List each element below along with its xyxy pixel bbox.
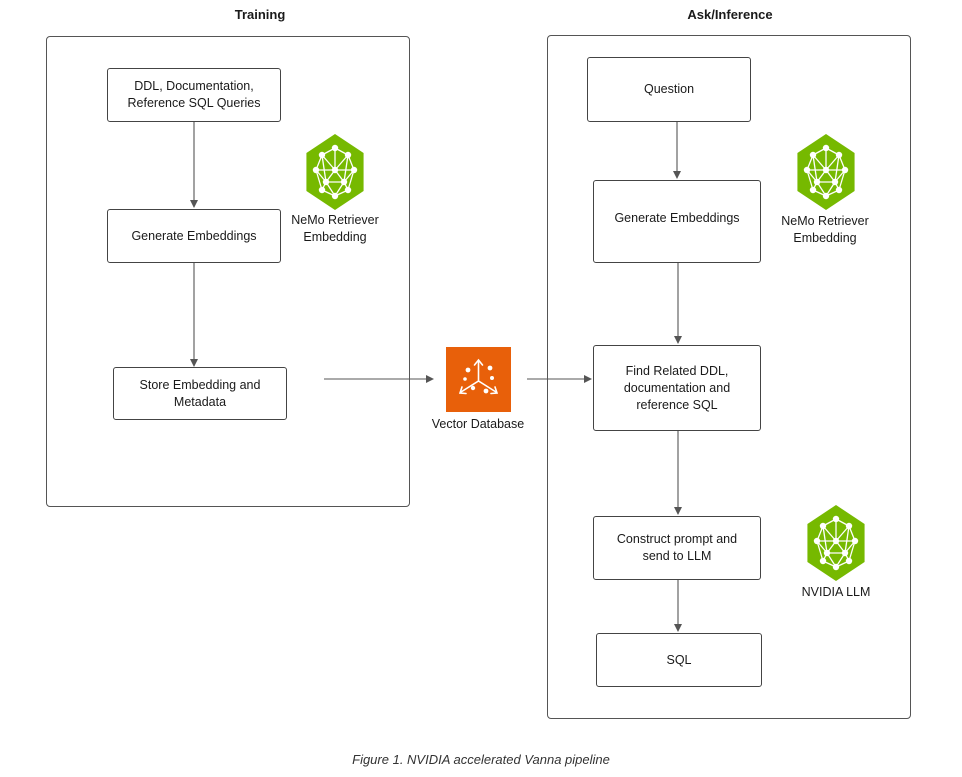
nemo-retriever-icon — [306, 134, 364, 210]
network-node — [841, 166, 849, 174]
network-node — [813, 537, 821, 545]
vector-database-icon — [446, 347, 511, 412]
nemo-retriever-label: NeMo Retriever Embedding — [291, 213, 379, 244]
network-node — [318, 151, 326, 159]
network-node — [331, 166, 339, 174]
network-node — [822, 166, 830, 174]
network-node — [819, 522, 827, 530]
nemo-retriever-icon — [797, 134, 855, 210]
network-node — [823, 549, 831, 557]
network-node — [318, 186, 326, 194]
network-link — [844, 525, 850, 554]
network-link — [822, 525, 828, 554]
network-node — [813, 178, 821, 186]
source-docs-node: DDL, Documentation, Reference SQL Querie… — [107, 68, 281, 122]
network-node — [835, 186, 843, 194]
network-node — [340, 178, 348, 186]
network-node — [832, 537, 840, 545]
network-link — [834, 154, 840, 183]
network-link — [848, 540, 856, 562]
figure-caption: Figure 1. NVIDIA accelerated Vanna pipel… — [352, 752, 610, 767]
network-node — [845, 522, 853, 530]
network-node — [809, 151, 817, 159]
store-embedding-node: Store Embedding and Metadata — [113, 367, 287, 420]
network-link — [321, 154, 327, 183]
inference-title: Ask/Inference — [687, 7, 773, 22]
network-node — [841, 549, 849, 557]
network-link — [825, 154, 840, 171]
construct-prompt-node: Construct prompt and send to LLM — [593, 516, 761, 580]
nvidia-llm-label: NVIDIA LLM — [801, 585, 871, 599]
network-link — [315, 169, 323, 191]
network-node — [331, 192, 339, 200]
network-link — [822, 525, 837, 542]
training-generate-embeddings-node: Generate Embeddings — [107, 209, 281, 263]
network-node — [822, 192, 830, 200]
network-node — [803, 166, 811, 174]
network-link — [812, 154, 827, 171]
network-link — [838, 169, 846, 191]
vector-database-label: Vector Database — [431, 417, 525, 431]
network-link — [806, 169, 814, 191]
find-related-node: Find Related DDL, documentation and refe… — [593, 345, 761, 431]
network-link — [343, 154, 349, 183]
network-node — [832, 515, 840, 523]
sql-node: SQL — [596, 633, 762, 687]
training-title: Training — [234, 7, 286, 22]
network-node — [831, 178, 839, 186]
network-link — [321, 154, 336, 171]
network-link — [812, 154, 818, 183]
network-node — [331, 144, 339, 152]
nvidia-llm-icon — [807, 505, 865, 581]
network-node — [344, 151, 352, 159]
network-node — [322, 178, 330, 186]
network-node — [312, 166, 320, 174]
network-node — [851, 537, 859, 545]
network-node — [832, 563, 840, 571]
network-node — [822, 144, 830, 152]
network-link — [334, 154, 349, 171]
network-node — [350, 166, 358, 174]
inference-generate-embeddings-node: Generate Embeddings — [593, 180, 761, 263]
network-link — [816, 540, 824, 562]
question-node: Question — [587, 57, 751, 122]
network-node — [809, 186, 817, 194]
network-node — [845, 557, 853, 565]
network-link — [835, 525, 850, 542]
network-node — [819, 557, 827, 565]
network-node — [344, 186, 352, 194]
nemo-retriever-label: NeMo Retriever Embedding — [781, 214, 869, 245]
network-link — [347, 169, 355, 191]
network-node — [835, 151, 843, 159]
